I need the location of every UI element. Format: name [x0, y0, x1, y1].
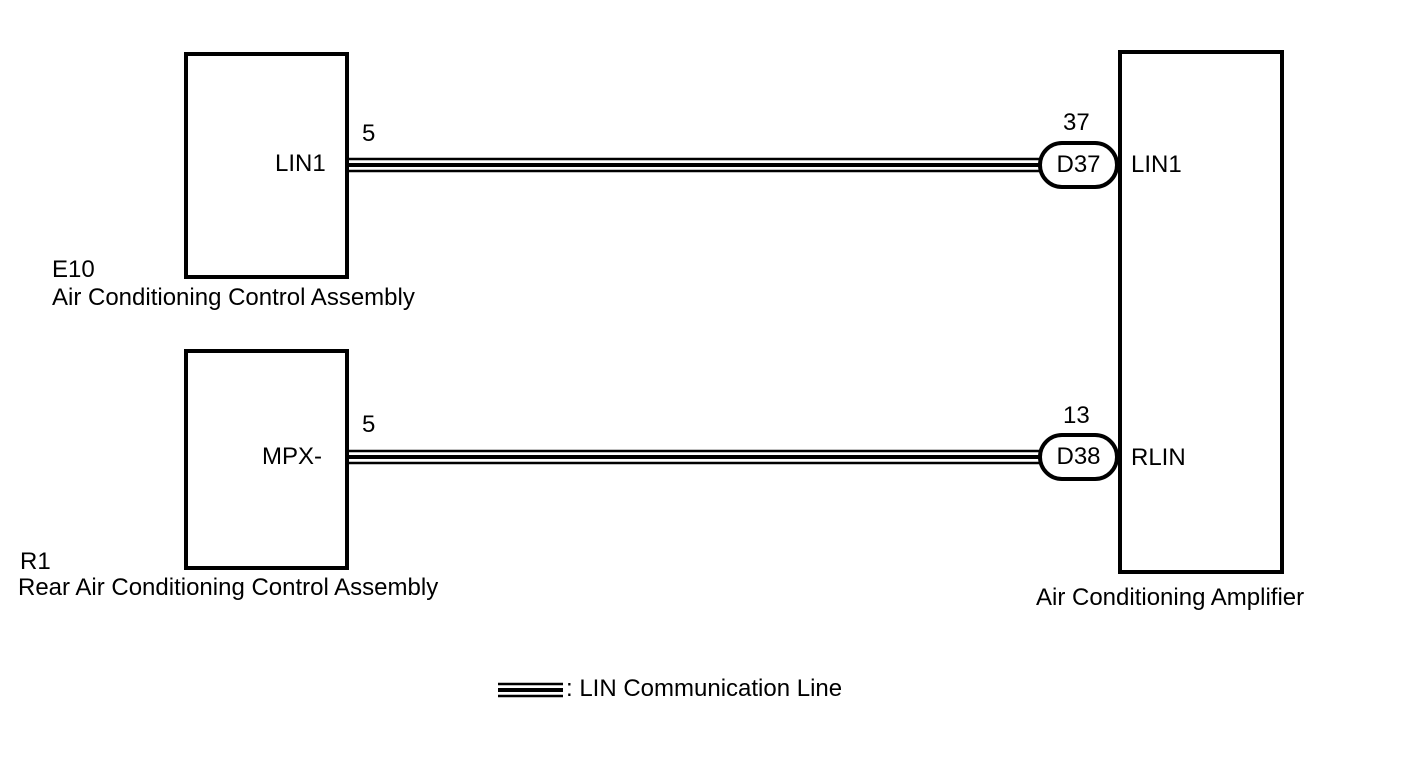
legend-line-symbol [498, 682, 563, 698]
d37-pin-name: LIN1 [1131, 151, 1182, 178]
d38-pin-number: 13 [1063, 402, 1090, 429]
r1-component-box [184, 349, 349, 570]
r1-pin-name: MPX- [262, 443, 322, 470]
lin-line-e10-d37 [348, 157, 1040, 173]
e10-component-code: E10 [52, 256, 95, 283]
amplifier-component-box [1118, 50, 1284, 574]
e10-pin-number: 5 [362, 120, 376, 147]
e10-pin-name: LIN1 [275, 150, 326, 177]
legend-label: : LIN Communication Line [566, 675, 843, 702]
d37-pin-number: 37 [1063, 109, 1090, 136]
connector-d37-label: D37 [1056, 151, 1101, 178]
r1-pin-number: 5 [362, 411, 376, 438]
r1-component-code: R1 [20, 548, 51, 575]
connector-d37: D37 [1038, 141, 1119, 189]
e10-component-box [184, 52, 349, 279]
r1-component-name: Rear Air Conditioning Control Assembly [18, 574, 439, 601]
e10-component-name: Air Conditioning Control Assembly [52, 284, 415, 311]
d38-pin-name: RLIN [1131, 444, 1186, 471]
amplifier-component-name: Air Conditioning Amplifier [1036, 584, 1305, 611]
lin-line-r1-d38 [348, 449, 1040, 465]
connector-d38: D38 [1038, 433, 1119, 481]
connector-d38-label: D38 [1056, 443, 1101, 470]
